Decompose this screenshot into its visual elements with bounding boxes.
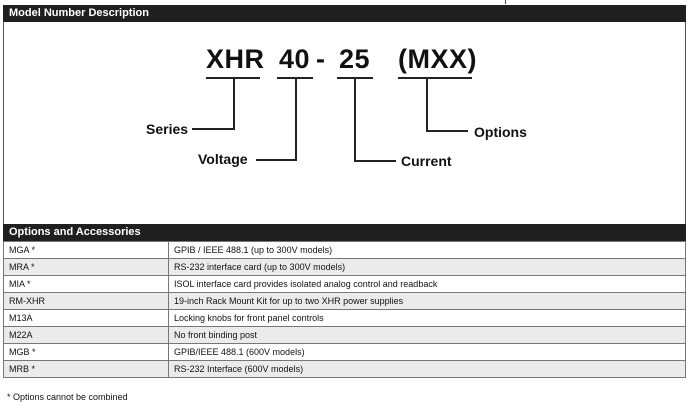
options-connector-horizontal <box>426 130 468 132</box>
label-current: Current <box>401 153 452 169</box>
option-code: MGA * <box>3 241 169 259</box>
option-description: 19-inch Rack Mount Kit for up to two XHR… <box>168 292 686 310</box>
code-current: 25 <box>339 44 371 74</box>
label-series: Series <box>146 121 189 137</box>
code-voltage: 40 <box>279 44 311 74</box>
top-tick-mark <box>505 0 506 4</box>
table-row: MIA * ISOL interface card provides isola… <box>3 275 686 293</box>
options-table: MGA * GPIB / IEEE 488.1 (up to 300V mode… <box>3 241 686 378</box>
current-connector-vertical <box>354 79 356 162</box>
table-row: RM-XHR 19-inch Rack Mount Kit for up to … <box>3 292 686 310</box>
footnote: * Options cannot be combined <box>7 392 128 402</box>
option-description: GPIB / IEEE 488.1 (up to 300V models) <box>168 241 686 259</box>
option-description: RS-232 interface card (up to 300V models… <box>168 258 686 276</box>
options-connector-vertical <box>426 79 428 132</box>
label-options: Options <box>474 124 527 140</box>
option-description: RS-232 Interface (600V models) <box>168 360 686 378</box>
voltage-connector-horizontal <box>256 159 297 161</box>
label-voltage: Voltage <box>198 151 248 167</box>
option-code: MRB * <box>3 360 169 378</box>
current-underline <box>337 77 373 79</box>
series-connector-horizontal <box>192 128 235 130</box>
option-description: Locking knobs for front panel controls <box>168 309 686 327</box>
model-section-header: Model Number Description <box>3 5 686 22</box>
option-code: M13A <box>3 309 169 327</box>
code-dash: - <box>316 44 326 74</box>
option-code: MGB * <box>3 343 169 361</box>
options-section-header: Options and Accessories <box>3 224 686 241</box>
option-code: M22A <box>3 326 169 344</box>
code-options: (MXX) <box>398 44 477 74</box>
series-underline <box>206 77 260 79</box>
voltage-connector-vertical <box>295 79 297 161</box>
table-row: MGA * GPIB / IEEE 488.1 (up to 300V mode… <box>3 241 686 259</box>
option-description: ISOL interface card provides isolated an… <box>168 275 686 293</box>
code-series: XHR <box>206 44 265 74</box>
option-description: GPIB/IEEE 488.1 (600V models) <box>168 343 686 361</box>
model-number-diagram <box>3 22 686 224</box>
option-description: No front binding post <box>168 326 686 344</box>
table-row: MGB * GPIB/IEEE 488.1 (600V models) <box>3 343 686 361</box>
table-row: M22A No front binding post <box>3 326 686 344</box>
option-code: MIA * <box>3 275 169 293</box>
option-code: RM-XHR <box>3 292 169 310</box>
option-code: MRA * <box>3 258 169 276</box>
options-underline <box>398 77 472 79</box>
series-connector-vertical <box>233 79 235 130</box>
table-row: MRB * RS-232 Interface (600V models) <box>3 360 686 378</box>
current-connector-horizontal <box>354 160 396 162</box>
table-row: MRA * RS-232 interface card (up to 300V … <box>3 258 686 276</box>
voltage-underline <box>277 77 313 79</box>
table-row: M13A Locking knobs for front panel contr… <box>3 309 686 327</box>
